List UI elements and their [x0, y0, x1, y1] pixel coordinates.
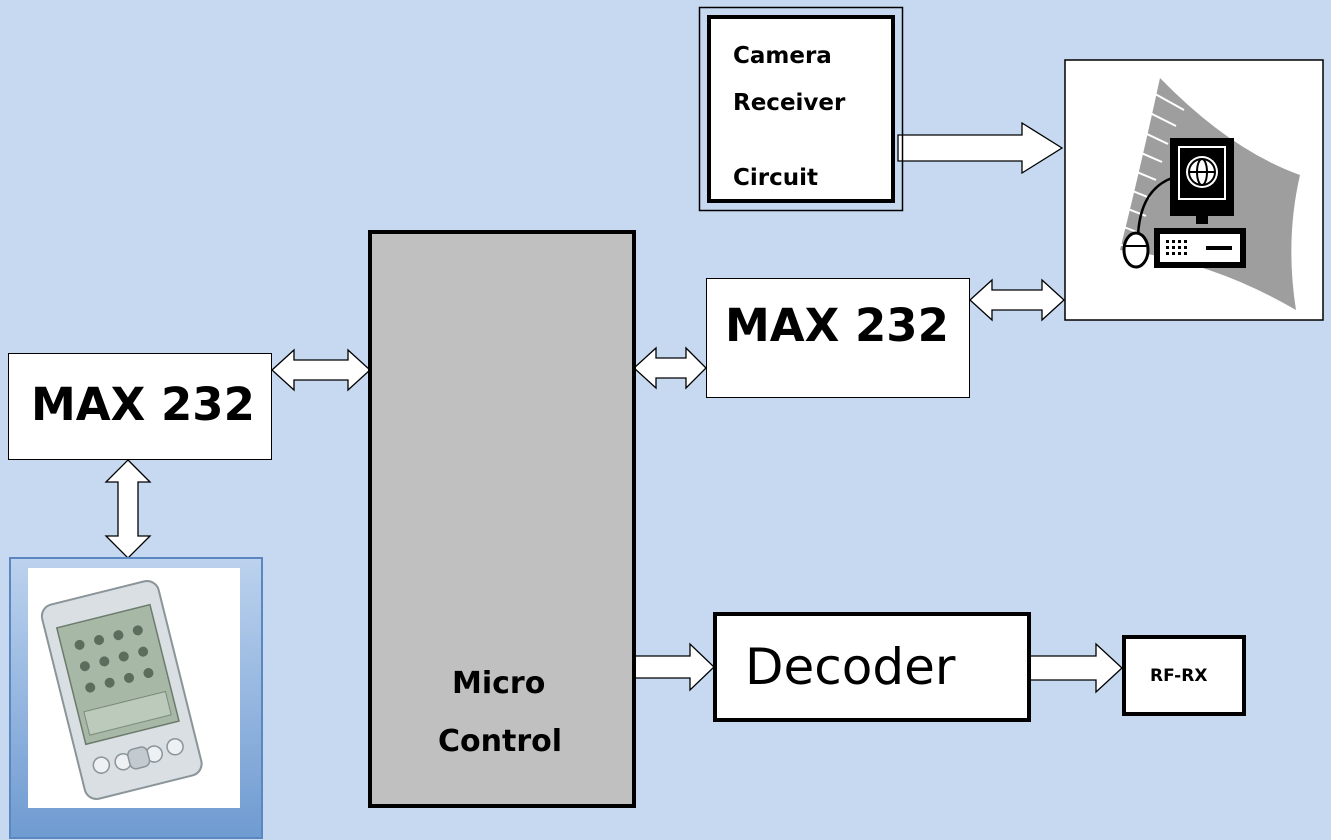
max232-left-block: MAX 232 — [8, 353, 272, 460]
decoder-label: Decoder — [745, 638, 956, 696]
decoder-block: Decoder — [713, 612, 1031, 722]
receiver-label: Receiver — [733, 90, 846, 116]
camera-receiver-outer-border — [698, 6, 904, 212]
camera-label: Camera — [733, 43, 832, 69]
arrow-micro-to-decoder — [633, 642, 715, 692]
arrow-micro-to-max232-right — [633, 346, 707, 390]
pda-photo — [9, 557, 263, 839]
max232-right-block: MAX 232 — [706, 278, 970, 398]
max232-left-label: MAX 232 — [31, 378, 255, 431]
rf-rx-label: RF-RX — [1150, 666, 1208, 686]
max232-right-label: MAX 232 — [725, 299, 949, 352]
arrow-decoder-to-rfrx — [1029, 642, 1123, 694]
microcontroller-block: Micro Control — [368, 230, 636, 808]
arrow-camera-to-pc — [897, 121, 1064, 175]
computer-icon — [1064, 59, 1324, 321]
arrow-max232-to-pc — [969, 278, 1065, 322]
camera-receiver-block: Camera Receiver Circuit — [707, 15, 895, 203]
rf-rx-block: RF-RX — [1122, 635, 1246, 716]
micro-label: Micro — [452, 666, 546, 701]
arrow-max232-left-to-micro — [271, 348, 371, 392]
arrow-max232-left-to-pda — [104, 459, 152, 559]
control-label: Control — [438, 724, 563, 759]
circuit-label: Circuit — [733, 165, 818, 191]
